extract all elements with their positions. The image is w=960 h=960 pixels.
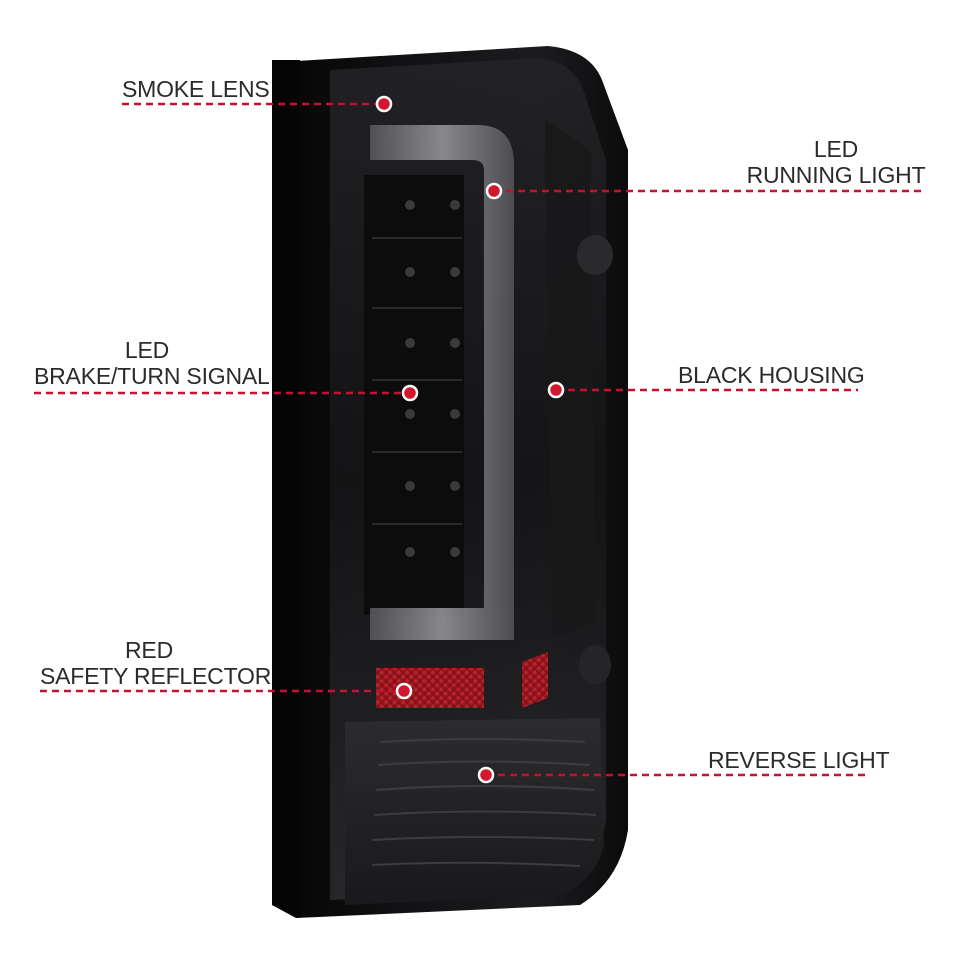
label-text: REVERSE LIGHT	[708, 747, 890, 773]
label-text: BLACK HOUSING	[678, 362, 865, 388]
label-text: RED	[125, 637, 173, 663]
marker-red-reflector	[395, 682, 413, 700]
label-led-brake-turn-signal: LED BRAKE/TURN SIGNAL	[34, 337, 270, 389]
reverse-light-ribs	[371, 738, 597, 867]
red-reflector-shape	[376, 668, 484, 708]
marker-reverse-light	[477, 766, 495, 784]
marker-led-running-light	[485, 182, 503, 200]
marker-led-brake-turn	[401, 384, 419, 402]
label-text: LED	[813, 136, 859, 162]
leader-lines	[34, 102, 926, 777]
label-text: SAFETY REFLECTOR	[40, 663, 272, 689]
label-smoke-lens: SMOKE LENS	[122, 76, 270, 102]
led-chips	[405, 200, 460, 557]
housing-ridge	[545, 120, 596, 640]
label-red-safety-reflector: RED SAFETY REFLECTOR	[40, 637, 272, 689]
label-reverse-light: REVERSE LIGHT	[708, 747, 890, 773]
red-reflector-side	[522, 652, 548, 708]
marker-smoke-lens	[375, 95, 393, 113]
led-grid	[372, 237, 462, 525]
label-text: BRAKE/TURN SIGNAL	[34, 363, 270, 389]
label-text: RUNNING LIGHT	[746, 162, 926, 188]
callout-markers	[375, 95, 565, 784]
label-black-housing: BLACK HOUSING	[678, 362, 865, 388]
label-led-running-light: LED RUNNING LIGHT	[744, 136, 928, 188]
label-text: SMOKE LENS	[122, 76, 270, 102]
label-text: LED	[124, 337, 170, 363]
housing-flange	[272, 60, 300, 918]
led-running-light-bar	[370, 125, 514, 640]
marker-black-housing	[547, 381, 565, 399]
